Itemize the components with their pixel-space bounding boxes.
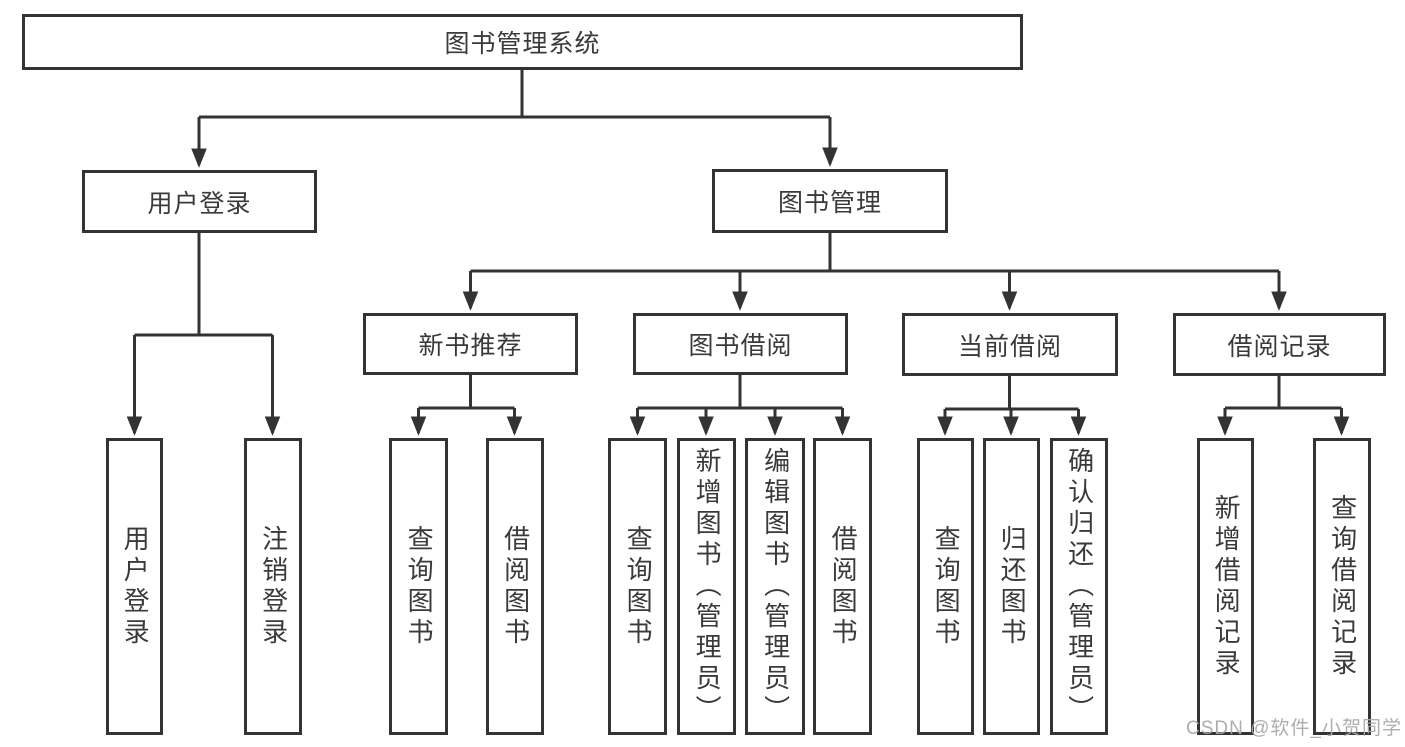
- csdn-watermark: CSDN @软件_小贺同学: [1186, 718, 1402, 739]
- node-borrowing-records: 借阅记录: [1173, 313, 1386, 376]
- node-borrowing-records-label: 借阅记录: [1227, 332, 1332, 361]
- leaf-return-books: 归还图书: [983, 438, 1040, 735]
- leaf-query-borrow-record: 查询借阅记录: [1313, 438, 1371, 735]
- node-user-login: 用户登录: [82, 170, 317, 233]
- leaf-user-login-label: 用户登录: [120, 524, 151, 649]
- leaf-query-books-recommend: 查询图书: [389, 438, 448, 735]
- leaf-query-borrow-record-label: 查询借阅记录: [1327, 493, 1358, 680]
- trunk-user-login: [134, 233, 273, 337]
- node-new-book-recommend: 新书推荐: [363, 313, 578, 375]
- leaf-return-books-label: 归还图书: [997, 524, 1028, 649]
- node-book-borrowing-label: 图书借阅: [688, 332, 793, 360]
- node-library-system: 图书管理系统: [22, 14, 1023, 70]
- leaf-query-books-current: 查询图书: [917, 438, 974, 735]
- trunk-book-borrow: [637, 375, 843, 410]
- leaf-query-books-current-label: 查询图书: [931, 524, 962, 649]
- leaf-borrow-books-recommend-label: 借阅图书: [500, 524, 531, 649]
- leaf-query-books-borrow-label: 查询图书: [623, 524, 654, 649]
- leaf-query-books-recommend-label: 查询图书: [404, 524, 435, 649]
- leaf-add-borrow-record-label: 新增借阅记录: [1211, 493, 1242, 680]
- leaf-user-login: 用户登录: [106, 438, 163, 735]
- leaf-borrow-books-recommend: 借阅图书: [486, 438, 544, 735]
- leaf-query-books-borrow: 查询图书: [608, 438, 667, 735]
- leaf-borrow-books-label: 借阅图书: [828, 524, 859, 649]
- node-library-system-label: 图书管理系统: [444, 30, 601, 58]
- leaf-add-books-admin: 新增图书（管理员）: [677, 438, 736, 735]
- node-current-borrowing: 当前借阅: [902, 313, 1118, 376]
- trunk-root: [199, 69, 830, 119]
- leaf-edit-books-admin: 编辑图书（管理员）: [745, 438, 805, 735]
- trunk-new-book: [418, 375, 515, 410]
- node-book-management: 图书管理: [712, 169, 948, 233]
- node-user-login-label: 用户登录: [147, 189, 252, 218]
- leaf-confirm-return-admin-label: 确认归还（管理员）: [1064, 447, 1095, 726]
- node-book-management-label: 图书管理: [777, 189, 882, 217]
- leaf-logout: 注销登录: [244, 438, 302, 735]
- leaf-add-borrow-record: 新增借阅记录: [1197, 438, 1254, 735]
- trunk-book-management: [470, 233, 1279, 273]
- leaf-borrow-books: 借阅图书: [813, 438, 872, 735]
- leaf-add-books-admin-label: 新增图书（管理员）: [692, 447, 723, 726]
- trunk-borrow-records: [1225, 376, 1342, 410]
- leaf-edit-books-admin-label: 编辑图书（管理员）: [760, 447, 791, 726]
- node-book-borrowing: 图书借阅: [633, 313, 848, 375]
- node-new-book-recommend-label: 新书推荐: [418, 332, 523, 360]
- node-current-borrowing-label: 当前借阅: [957, 332, 1062, 361]
- leaf-confirm-return-admin: 确认归还（管理员）: [1050, 438, 1108, 735]
- trunk-current-borrow: [945, 376, 1079, 411]
- leaf-logout-label: 注销登录: [258, 524, 289, 649]
